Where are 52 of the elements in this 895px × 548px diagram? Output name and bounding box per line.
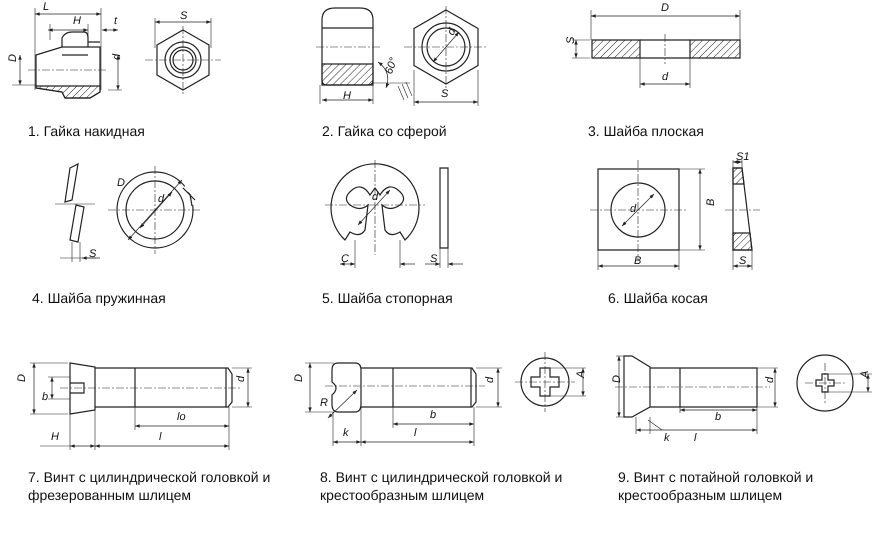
dimension-label: d [158,194,164,205]
caption: 7. Винт с цилиндрической головкой и фрезерованным шлицем [28,468,272,504]
dimension-label: D [117,178,125,189]
dimension-label: D [294,374,305,382]
dimension-label: H [343,91,351,102]
dimension-label: d [662,72,668,83]
caption: 5. Шайба стопорная [322,289,454,308]
dimension-label: B [706,198,717,206]
caption: 1. Гайка накидная [28,122,146,140]
dimension-label: R [320,398,328,409]
dimension-label: A [576,370,587,378]
dimension-label: t [114,16,118,27]
dimension-label: S1 [736,152,750,163]
dimension-label: d [765,376,776,383]
dimension-label: S [441,89,448,100]
dimension-label: D [612,375,623,383]
dimension-label: d [485,376,496,383]
dimension-label: d [630,204,636,215]
dimension-label: d [446,26,459,38]
dimension-label: d [372,192,378,203]
dimension-label: S [180,11,188,22]
dimension-label: b [42,392,48,403]
dimension-label: d [112,54,123,60]
caption: 6. Шайба косая [608,289,709,308]
dimension-label: 60° [384,56,400,76]
dimension-label: lo [177,412,186,423]
dimension-label: b [430,410,436,421]
dimension-label: l [694,433,696,444]
caption: 3. Шайба плоская [588,122,705,140]
dimension-label: B [634,256,642,267]
caption: 9. Винт с потайной головкой и крестообразным шлицем [618,468,814,504]
dimension-label: A [860,370,871,378]
dimension-label: k [343,428,348,439]
dimension-label: H [51,432,59,443]
dimension-label: d [236,376,247,382]
dimension-label: S [430,254,438,265]
dimension-label: S [89,249,96,260]
dimension-label: C [341,254,349,265]
dimension-label: l [414,428,416,439]
dimension-label: L [43,2,50,13]
caption: 4. Шайба пружинная [32,289,167,308]
caption: 2. Гайка со сферой [322,122,448,140]
dimension-label: H [73,16,81,27]
dimension-label: k [664,433,670,444]
dimension-label: S [566,36,577,44]
dimension-label: b [715,412,722,423]
dimension-label: D [17,374,28,382]
dimension-label: l [159,432,162,443]
dimension-label: S [739,256,746,267]
dimension-label: D [8,54,19,62]
dimension-label: D [661,3,669,14]
caption: 8. Винт с цилиндрической головкой и крестообразным шлицем [320,468,564,504]
